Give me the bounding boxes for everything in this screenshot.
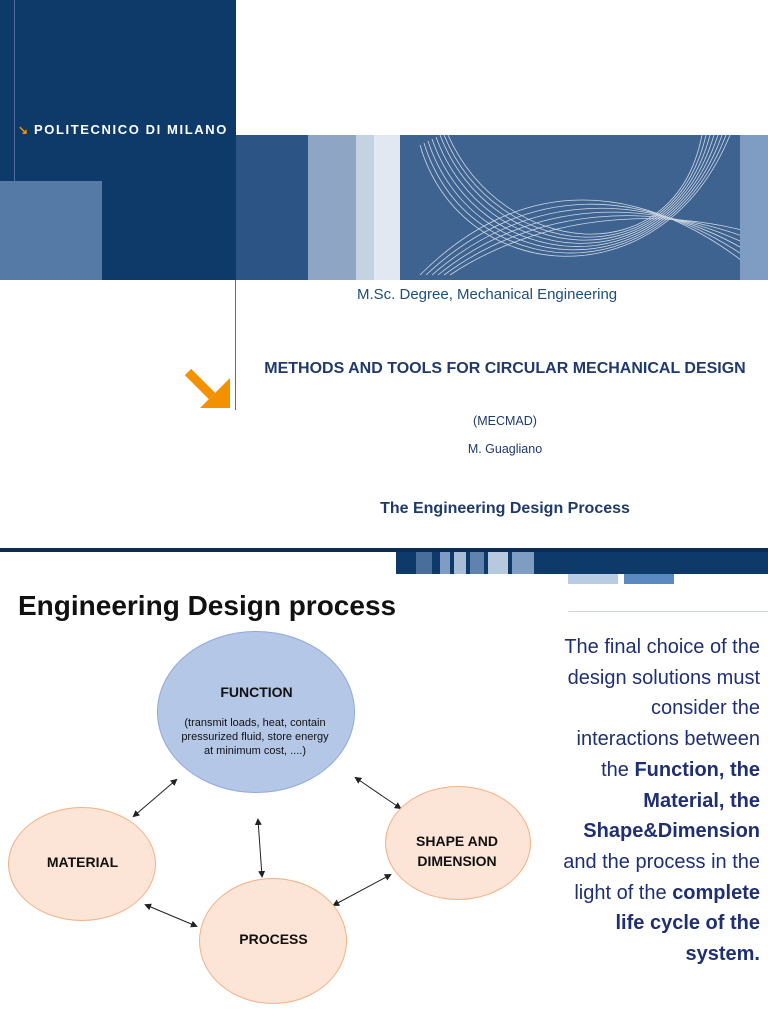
author-name: M. Guagliano bbox=[467, 442, 543, 456]
shape-dimension-label: SHAPE AND DIMENSION bbox=[416, 833, 498, 869]
header-vertical-line bbox=[14, 0, 15, 181]
conclusion-note: The final choice of the design solutions… bbox=[556, 632, 760, 970]
top-decor-block-a bbox=[568, 574, 618, 584]
note-text-1: The final choice of the design solutions… bbox=[564, 636, 760, 781]
function-label: FUNCTION bbox=[220, 684, 293, 700]
degree-subtitle: M.Sc. Degree, Mechanical Engineering bbox=[357, 286, 618, 303]
divider-vertical-line bbox=[235, 280, 236, 410]
material-node bbox=[8, 807, 156, 921]
header-stripe-band bbox=[236, 135, 768, 280]
swirl-graphic bbox=[419, 135, 768, 280]
institution-logo: POLITECNICO DI MILANO bbox=[34, 122, 228, 137]
note-bold-1: Function, the Material, the Shape&Dimens… bbox=[583, 758, 760, 843]
logo-arrow-icon: ↘ bbox=[18, 123, 29, 137]
orange-arrow-icon bbox=[184, 368, 230, 408]
top-decor-block-b bbox=[624, 574, 674, 584]
lecture-topic: The Engineering Design Process bbox=[380, 500, 630, 517]
course-title: METHODS AND TOOLS FOR CIRCULAR MECHANICA… bbox=[264, 360, 746, 377]
shape-dimension-node bbox=[385, 786, 531, 900]
diagram-connectors bbox=[132, 776, 402, 928]
function-node bbox=[157, 631, 355, 793]
slide-divider bbox=[0, 548, 768, 552]
top-decor-band bbox=[396, 552, 768, 574]
note-bold-2: complete life cycle of the system. bbox=[615, 881, 761, 966]
slide-title: Engineering Design process bbox=[18, 590, 397, 621]
process-label: PROCESS bbox=[239, 931, 308, 947]
material-label: MATERIAL bbox=[46, 854, 119, 870]
top-decor-line bbox=[568, 611, 768, 612]
course-code: (MECMAD) bbox=[473, 414, 537, 428]
header-light-block bbox=[0, 181, 102, 280]
title-slide: ↘ POLITECNICO DI MILANO bbox=[0, 0, 768, 517]
content-slide: Engineering Design process FUNCTION (tra… bbox=[0, 552, 768, 1024]
function-description: (transmit loads, heat, contain pressuriz… bbox=[181, 717, 329, 757]
process-node bbox=[199, 878, 347, 1004]
note-text-2: and the process in the light of the bbox=[563, 850, 760, 904]
